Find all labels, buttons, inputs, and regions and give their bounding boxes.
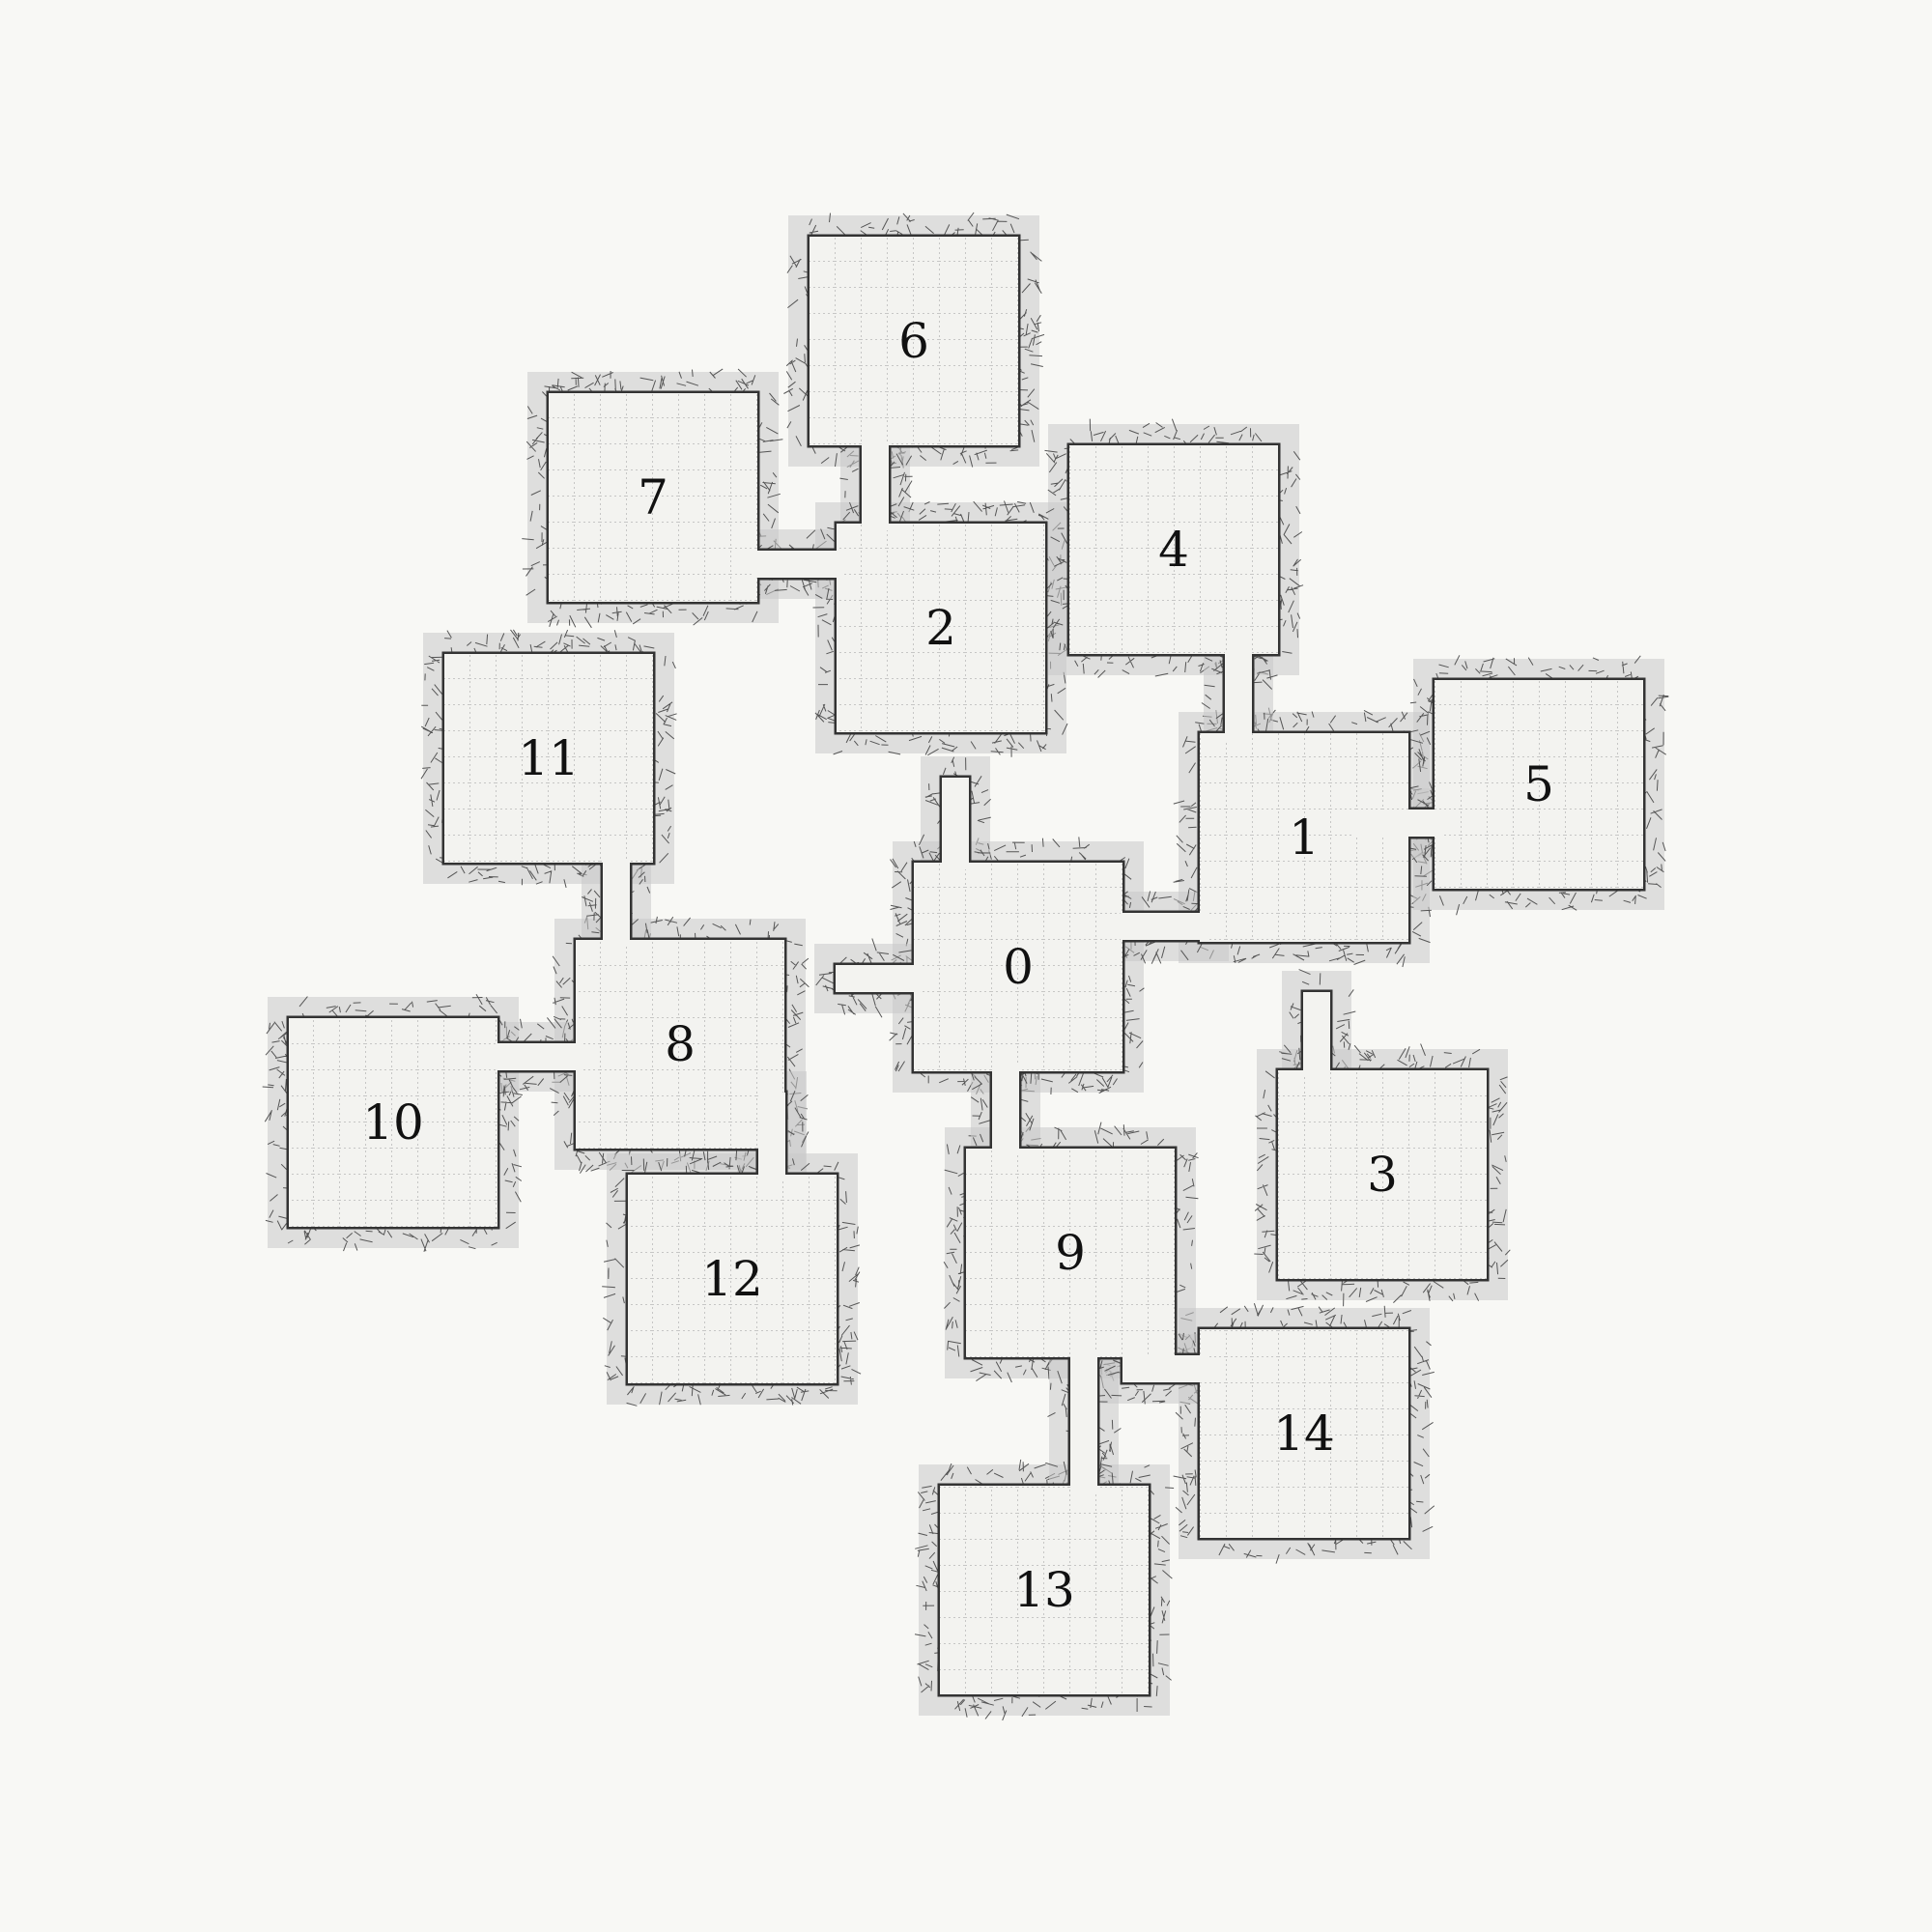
room-1-label: 1 bbox=[1289, 810, 1320, 866]
room-0-grid bbox=[914, 863, 1122, 1071]
room-4-grid bbox=[1069, 445, 1278, 654]
room-10-label: 10 bbox=[362, 1094, 424, 1151]
corridor-11-floor bbox=[992, 1064, 1019, 1155]
corridor-13-floor bbox=[1070, 1350, 1097, 1492]
room-0-label: 0 bbox=[1003, 939, 1034, 995]
room-11-grid bbox=[444, 654, 653, 863]
room-7-label: 7 bbox=[638, 469, 668, 526]
room-3-hatch-strokes bbox=[1254, 1043, 1511, 1307]
corridor-0-floor bbox=[862, 443, 889, 530]
room-9-label: 9 bbox=[1055, 1225, 1086, 1281]
room-6-label: 6 bbox=[898, 313, 929, 369]
room-10-grid bbox=[289, 1018, 497, 1227]
room-14-grid bbox=[1200, 1329, 1408, 1538]
room-8-label: 8 bbox=[665, 1016, 696, 1072]
corridor-9-floor bbox=[496, 1043, 582, 1070]
room-11-label: 11 bbox=[518, 730, 580, 786]
room-2-grid bbox=[837, 524, 1045, 732]
room-labels: 0 1 2 3 4 5 6 7 8 9 10 11 12 13 14 bbox=[362, 313, 1554, 1618]
corridor-2-floor bbox=[942, 778, 969, 869]
room-12-grid bbox=[628, 1175, 837, 1383]
room-4-label: 4 bbox=[1158, 522, 1189, 578]
corridor-5-floor bbox=[1121, 913, 1208, 940]
corridor-7-floor bbox=[836, 965, 921, 992]
room-13-grid bbox=[940, 1486, 1149, 1694]
corridor-4-floor bbox=[1354, 810, 1441, 837]
room-11-hatch-strokes bbox=[420, 629, 677, 889]
corridor-1-floor bbox=[754, 551, 843, 578]
room-14-label: 14 bbox=[1273, 1406, 1335, 1462]
room-8-grid bbox=[576, 940, 784, 1149]
room-5-label: 5 bbox=[1523, 756, 1554, 812]
room-2-label: 2 bbox=[925, 600, 956, 656]
room-5-grid bbox=[1435, 680, 1643, 889]
corridor-6-floor bbox=[1303, 992, 1330, 1077]
room-9-grid bbox=[966, 1149, 1175, 1357]
room-13-label: 13 bbox=[1013, 1562, 1075, 1618]
room-6-grid bbox=[810, 237, 1018, 445]
room-12-label: 12 bbox=[701, 1251, 763, 1307]
room-7-grid bbox=[549, 393, 757, 602]
corridor-8-floor bbox=[603, 861, 630, 947]
room-3-grid bbox=[1278, 1070, 1487, 1279]
corridor-12-floor bbox=[1122, 1355, 1207, 1382]
room-1-grid bbox=[1200, 733, 1408, 942]
room-3-label: 3 bbox=[1367, 1147, 1398, 1203]
corridor-3-floor bbox=[1225, 652, 1252, 740]
corridor-10-floor bbox=[758, 1093, 785, 1181]
floor-layer bbox=[289, 237, 1643, 1694]
